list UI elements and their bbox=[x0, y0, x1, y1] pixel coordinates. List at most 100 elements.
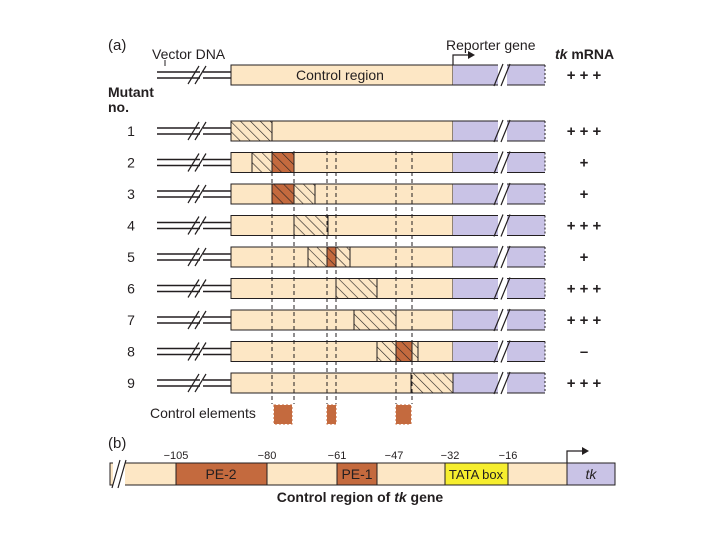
position-105: −105 bbox=[164, 450, 189, 462]
mutated-region bbox=[335, 278, 378, 299]
panel-b-caption: Control region of tk gene bbox=[277, 489, 444, 505]
mutant-mrna-level: – bbox=[580, 344, 588, 361]
mutant-rows: 1+ + +2+3+4+ + +5+6+ + +7+ + +8–9+ + + bbox=[127, 119, 602, 395]
mutated-control-element bbox=[395, 341, 413, 362]
arrow-head-icon bbox=[582, 447, 589, 455]
mutant-number: 1 bbox=[127, 123, 135, 139]
reporter-gene-label: Reporter gene bbox=[446, 37, 536, 53]
reporter-break-gap bbox=[498, 120, 507, 142]
mutant-number: 5 bbox=[127, 249, 135, 265]
control-region-label: Control region bbox=[296, 67, 384, 83]
wildtype-mrna-level: + + + bbox=[567, 67, 602, 84]
control-region bbox=[230, 183, 454, 205]
break-slash-icon bbox=[194, 153, 207, 172]
mutant-number: 7 bbox=[127, 312, 135, 328]
position-32: −32 bbox=[441, 450, 460, 462]
construct-wildtype bbox=[157, 63, 546, 87]
break-slash-icon bbox=[111, 459, 121, 489]
mutated-control-element bbox=[326, 246, 337, 268]
transcription-start-arrow bbox=[452, 54, 468, 66]
reporter-break-gap bbox=[498, 340, 507, 363]
break-slash-icon bbox=[187, 279, 200, 298]
break-slash-icon bbox=[500, 182, 511, 206]
break-slash-icon bbox=[500, 308, 511, 332]
control-element-block bbox=[395, 404, 412, 425]
construct-mutant-1: 1 + + + bbox=[127, 119, 602, 143]
break-gap bbox=[113, 460, 125, 488]
mutated-region bbox=[293, 215, 329, 236]
position-80: −80 bbox=[258, 450, 277, 462]
reporter-break-gap bbox=[498, 151, 507, 174]
mutant-number: 6 bbox=[127, 281, 135, 297]
position-47: −47 bbox=[385, 450, 404, 462]
tk-start-arrow bbox=[566, 450, 582, 463]
tk-gene-block bbox=[566, 462, 616, 486]
wildtype-construct bbox=[157, 63, 546, 87]
break-slash-icon bbox=[194, 247, 207, 267]
break-slash-icon bbox=[194, 65, 207, 85]
break-slash-icon bbox=[187, 342, 200, 361]
break-slash-icon bbox=[187, 216, 200, 235]
panel-b: (b) PE-2 PE-1 TATA box tk −105 −80 −61 −… bbox=[108, 435, 616, 505]
break-slash-icon bbox=[500, 340, 511, 363]
mutant-number: 2 bbox=[127, 155, 135, 171]
break-slash-icon bbox=[187, 153, 200, 172]
mutant-mrna-level: + bbox=[580, 186, 589, 203]
break-slash-icon bbox=[493, 63, 504, 87]
break-slash-icon bbox=[493, 371, 504, 395]
reporter-break-gap bbox=[498, 246, 507, 268]
break-slash-icon bbox=[493, 245, 504, 269]
control-region bbox=[230, 309, 454, 331]
panel-a: (a) Vector DNA Reporter gene tk mRNA Con… bbox=[108, 37, 614, 425]
break-slash-icon bbox=[194, 310, 207, 330]
reporter-break-gap bbox=[498, 214, 507, 237]
tata-box-label: TATA box bbox=[449, 467, 504, 482]
reporter-break-gap bbox=[498, 64, 507, 86]
position-61: −61 bbox=[328, 450, 347, 462]
control-region bbox=[230, 341, 454, 362]
break-slash-icon bbox=[493, 182, 504, 206]
construct-mutant-8: 8– bbox=[127, 340, 588, 363]
mutant-mrna-level: + + + bbox=[567, 123, 602, 140]
mutant-number: 3 bbox=[127, 186, 135, 202]
panel-b-label: (b) bbox=[108, 435, 126, 452]
break-slash-icon bbox=[493, 308, 504, 332]
control-element-block bbox=[273, 404, 293, 425]
break-slash-icon bbox=[117, 459, 127, 489]
vector-dna-label: Vector DNA bbox=[152, 46, 226, 62]
tata-box-block bbox=[444, 462, 509, 486]
mutated-control-element bbox=[271, 152, 295, 173]
reporter-break-gap bbox=[498, 309, 507, 331]
mutant-mrna-level: + bbox=[580, 155, 589, 172]
control-element-guides bbox=[271, 151, 413, 404]
break-slash-icon bbox=[500, 277, 511, 300]
construct-mutant-2: 2+ bbox=[127, 151, 589, 174]
mutated-region bbox=[230, 120, 273, 142]
break-slash-icon bbox=[194, 121, 207, 141]
break-slash-icon bbox=[194, 184, 207, 204]
construct-mutant-7: 7+ + + bbox=[127, 308, 602, 332]
break-slash-icon bbox=[187, 247, 200, 267]
break-slash-icon bbox=[500, 119, 511, 143]
pe1-block bbox=[336, 462, 378, 486]
break-slash-icon bbox=[187, 121, 200, 141]
mutant-header: Mutant bbox=[108, 84, 154, 100]
control-region bbox=[230, 215, 454, 236]
break-slash-icon bbox=[187, 65, 200, 85]
construct-mutant-9: 9+ + + bbox=[127, 371, 602, 395]
break-slash-icon bbox=[493, 151, 504, 174]
break-slash-icon bbox=[194, 342, 207, 361]
break-slash-icon bbox=[194, 373, 207, 393]
mutant-mrna-level: + + + bbox=[567, 375, 602, 392]
break-slash-icon bbox=[187, 373, 200, 393]
break-slash-icon bbox=[500, 63, 511, 87]
panel-a-label: (a) bbox=[108, 37, 126, 54]
break-slash-icon bbox=[493, 277, 504, 300]
tk-gene-label: tk bbox=[586, 466, 598, 482]
construct-mutant-3: 3+ bbox=[127, 182, 589, 206]
break-slash-icon bbox=[500, 214, 511, 237]
break-slash-icon bbox=[187, 184, 200, 204]
reporter-break-gap bbox=[498, 183, 507, 205]
break-slash-icon bbox=[500, 245, 511, 269]
